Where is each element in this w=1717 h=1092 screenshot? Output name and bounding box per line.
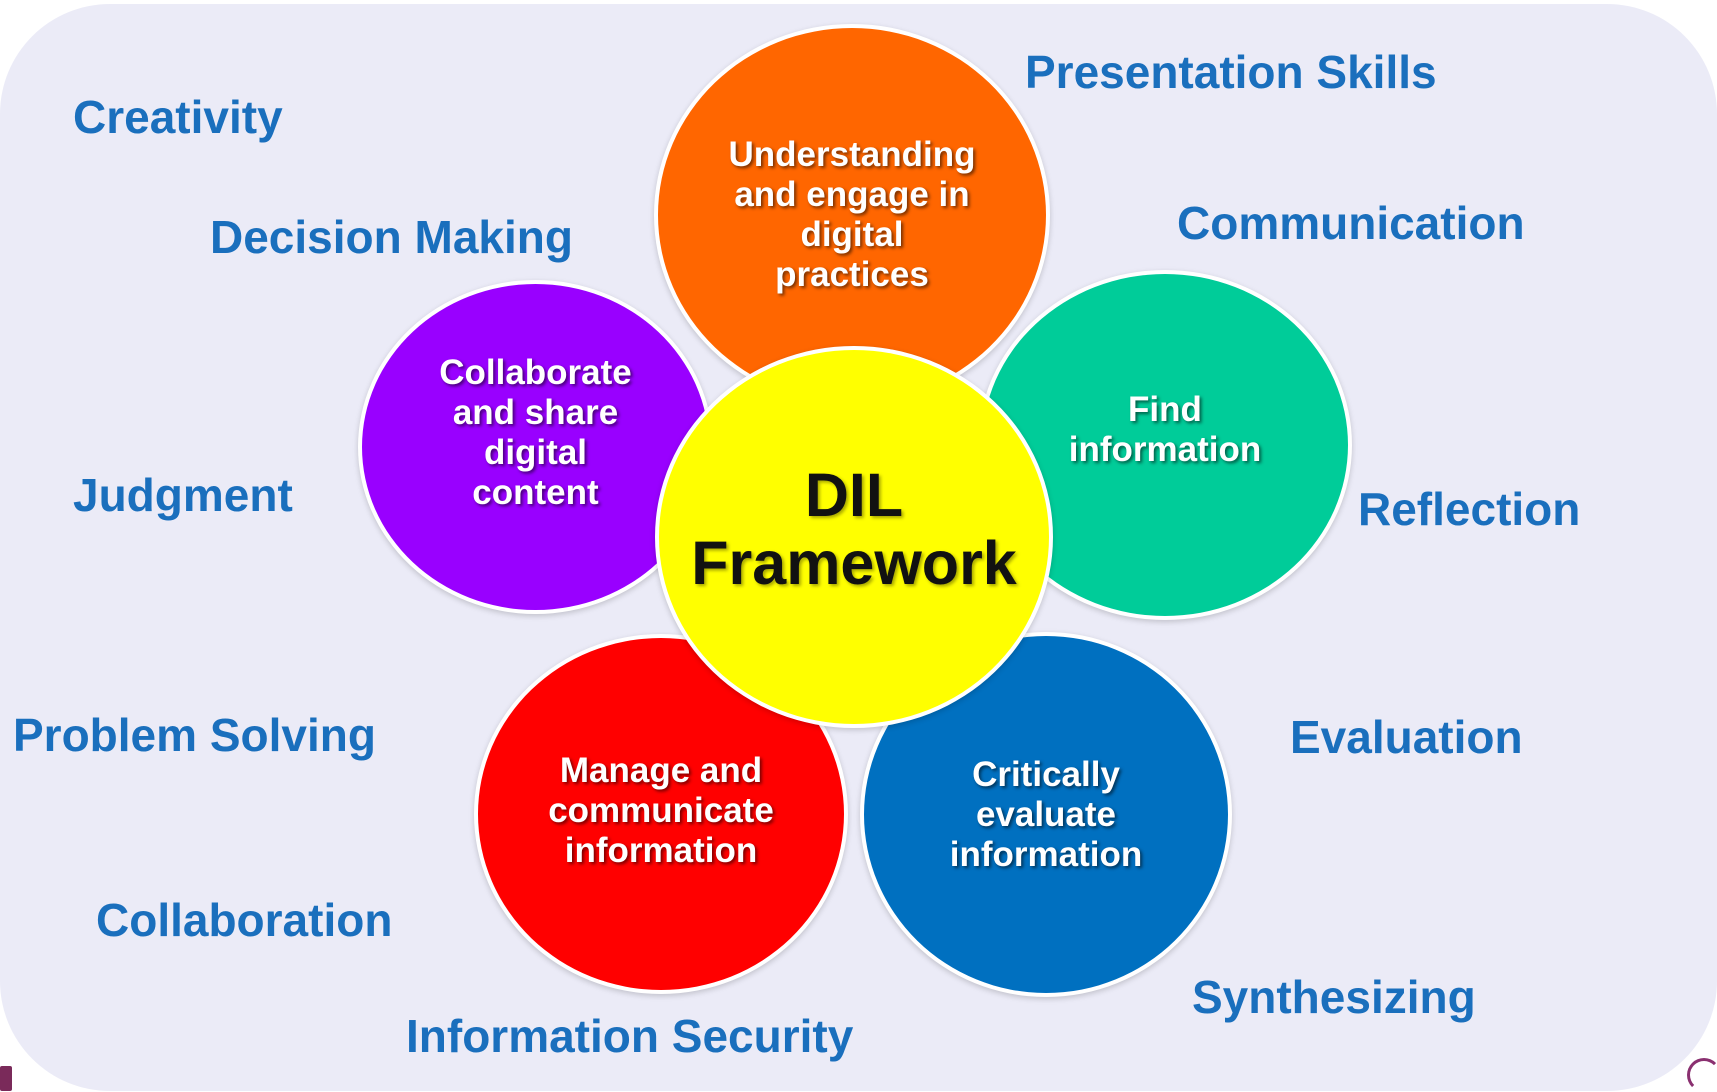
petal-left-line-1: Collaborate [439,353,632,392]
center-dil-framework: DIL Framework [655,346,1053,728]
petal-left-line-4: content [472,473,599,512]
skill-reflection: Reflection [1358,483,1581,535]
skill-information-security: Information Security [406,1010,854,1062]
petal-top-line-3: digital [800,215,904,254]
petal-bottom-left-label: Manage and communicate information [548,751,774,871]
skill-decision-making: Decision Making [210,211,573,263]
petal-left-label: Collaborate and share digital content [439,353,632,513]
center-label: DIL Framework [691,461,1016,597]
petal-bottom-right-label: Critically evaluate information [950,755,1142,875]
petal-bottom-right-line-1: Critically [972,754,1120,794]
skill-presentation-skills: Presentation Skills [1025,46,1437,98]
petal-bottom-left-line-2: communicate [548,791,774,830]
skill-creativity: Creativity [73,91,283,143]
petal-right-line-2: information [1068,430,1262,469]
petal-bottom-right-line-2: evaluate [975,794,1117,834]
skill-communication: Communication [1177,197,1525,249]
skill-problem-solving: Problem Solving [13,709,376,761]
skill-synthesizing: Synthesizing [1192,971,1476,1023]
petal-bottom-left-line-1: Manage and [559,751,763,790]
petal-understanding-digital-practices: Understanding and engage in digital prac… [654,24,1050,406]
petal-top-line-2: and engage in [734,175,970,214]
petal-right-line-1: Find [1128,390,1202,429]
skill-evaluation: Evaluation [1290,711,1523,763]
petal-collaborate-share-content: Collaborate and share digital content [358,280,713,614]
petal-top-line-1: Understanding [728,135,976,174]
petal-bottom-right-line-3: information [949,834,1143,874]
university-logo [0,1066,12,1091]
center-label-line-2: Framework [691,529,1017,597]
petal-left-line-3: digital [483,433,588,472]
skill-judgment: Judgment [73,469,293,521]
petal-top-label: Understanding and engage in digital prac… [729,135,976,295]
skill-collaboration: Collaboration [96,894,393,946]
petal-left-line-2: and share [452,393,619,432]
petal-top-line-4: practices [775,255,929,294]
petal-critically-evaluate-information: Critically evaluate information [860,632,1232,997]
petal-bottom-left-line-3: information [564,831,758,870]
petal-right-label: Find information [1069,390,1261,470]
corner-logo [1687,1058,1717,1092]
center-label-line-1: DIL [804,461,904,529]
